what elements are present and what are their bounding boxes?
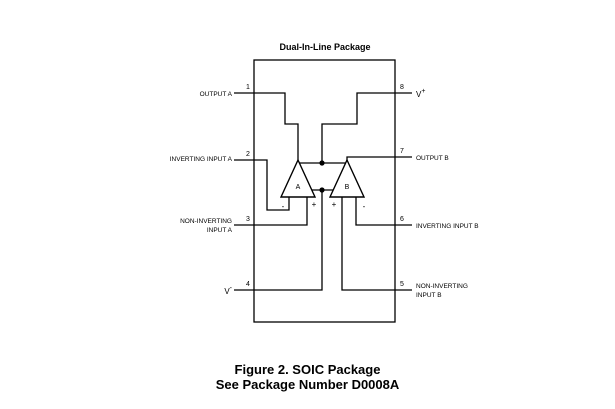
- pin-7-number: 7: [400, 148, 404, 155]
- figure-caption-line2: See Package Number D0008A: [215, 377, 400, 392]
- opamp-b-label: B: [345, 184, 350, 191]
- vplus-wire: [321, 92, 395, 163]
- opamp-a-triangle: [279, 158, 317, 198]
- opamp-a-minus: -: [282, 202, 285, 211]
- pin-5-label-line1: NON-INVERTING: [416, 283, 468, 290]
- pin-1-label: OUTPUT A: [200, 91, 233, 98]
- noninverting-a-wire: [254, 197, 308, 226]
- pin-3-number: 3: [246, 216, 250, 223]
- opamp-a-label: A: [296, 184, 301, 191]
- output-b-wire: [346, 156, 395, 163]
- figure-caption-line1: Figure 2. SOIC Package: [234, 362, 381, 377]
- pin-4-label: V-: [224, 285, 232, 296]
- pin-8-number: 8: [400, 84, 404, 91]
- opamp-b-minus: -: [363, 202, 366, 211]
- pin-3-label-line1: NON-INVERTING: [180, 218, 232, 225]
- pin-4-superscript: -: [230, 285, 233, 292]
- output-a-wire: [254, 92, 299, 160]
- junction-dot: [319, 187, 325, 193]
- pin-6-number: 6: [400, 216, 404, 223]
- pin-2-label: INVERTING INPUT A: [170, 156, 233, 163]
- pin-6-label: INVERTING INPUT B: [416, 223, 479, 230]
- opamp-a-plus: +: [312, 200, 317, 209]
- pin-4-v: V: [224, 287, 230, 296]
- pin-8-v: V: [416, 90, 422, 99]
- noninverting-b-wire: [341, 197, 395, 291]
- pin-8-label: V+: [416, 88, 425, 99]
- inverting-a-wire: [254, 159, 290, 211]
- junction-dot: [319, 160, 325, 166]
- inverting-b-wire: [355, 197, 395, 226]
- pin-4-number: 4: [246, 281, 250, 288]
- package-outline: [253, 59, 396, 323]
- opamp-b-triangle: [328, 158, 366, 198]
- opamp-b-plus: +: [332, 200, 337, 209]
- pin-2-number: 2: [246, 151, 250, 158]
- pin-3-label-line2: INPUT A: [207, 227, 233, 234]
- pin-5-label-line2: INPUT B: [416, 292, 442, 299]
- package-title: Dual-In-Line Package: [279, 42, 370, 52]
- pin-5-number: 5: [400, 281, 404, 288]
- pin-8-superscript: +: [421, 88, 425, 95]
- vminus-wire: [254, 190, 323, 291]
- pin-7-label: OUTPUT B: [416, 155, 449, 162]
- pin-1-number: 1: [246, 84, 250, 91]
